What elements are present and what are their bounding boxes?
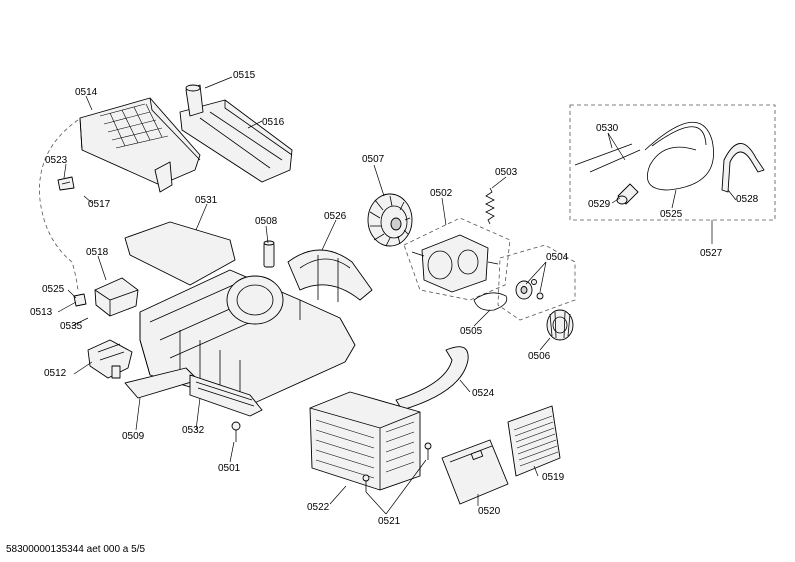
- part-0535-hose-end: [73, 293, 97, 331]
- cable-0525-dashed: [39, 119, 79, 291]
- part-0507-fan-wheel: [367, 193, 413, 247]
- part-0519-front-grille: [507, 405, 561, 477]
- part-0516-filter-lid: [179, 84, 293, 183]
- part-0523-clip: [57, 176, 75, 191]
- label-0523: 0523: [45, 155, 68, 166]
- label-0521: 0521: [378, 516, 401, 527]
- label-0532: 0532: [182, 425, 205, 436]
- label-0518: 0518: [86, 247, 109, 258]
- part-0505-belt: [473, 292, 508, 311]
- label-0529: 0529: [588, 199, 611, 210]
- part-0504-pulley: [515, 279, 544, 300]
- part-0508-pin: [263, 240, 275, 268]
- part-0522-condenser: [309, 391, 421, 491]
- part-0512-pump: [87, 339, 133, 379]
- leader-lines: [57, 76, 737, 515]
- label-0526: 0526: [324, 211, 347, 222]
- part-0529-connector: [616, 183, 639, 205]
- label-0509: 0509: [122, 431, 145, 442]
- document-footer: 58300000135344 aet 000 a 5/5: [6, 544, 145, 555]
- group-0502-motor: [403, 217, 511, 301]
- label-0505: 0505: [460, 326, 483, 337]
- group-0527-kit: [569, 104, 776, 221]
- label-0503: 0503: [495, 167, 518, 178]
- part-0518-control-box: [94, 277, 139, 317]
- part-0525-hose-coil: [644, 122, 714, 191]
- label-0525-right: 0525: [660, 209, 683, 220]
- part-0524-seal: [395, 346, 469, 411]
- part-0514-filter-housing: [79, 97, 201, 193]
- label-0531: 0531: [195, 195, 218, 206]
- label-0514: 0514: [75, 87, 98, 98]
- group-0504-pulley: [497, 244, 576, 321]
- label-0519: 0519: [542, 472, 565, 483]
- part-0502-motor: [411, 234, 499, 293]
- part-0503-spring: [485, 187, 495, 225]
- part-0501-screw: [231, 421, 241, 442]
- label-0528: 0528: [736, 194, 759, 205]
- label-0508: 0508: [255, 216, 278, 227]
- label-0515: 0515: [233, 70, 256, 81]
- part-0521-screws: [362, 442, 432, 492]
- label-0530: 0530: [596, 123, 619, 134]
- label-0527: 0527: [700, 248, 723, 259]
- label-0535: 0535: [60, 321, 83, 332]
- label-0524: 0524: [472, 388, 495, 399]
- label-0502: 0502: [430, 188, 453, 199]
- part-0520-service-panel: [441, 439, 509, 505]
- label-0513: 0513: [30, 307, 53, 318]
- part-0526-air-duct: [287, 249, 373, 302]
- part-0528-bracket: [721, 143, 765, 193]
- label-0504: 0504: [546, 252, 569, 263]
- label-0512: 0512: [44, 368, 67, 379]
- part-0532-grill-strip: [189, 374, 263, 417]
- part-0506-roller: [546, 309, 574, 341]
- label-0501: 0501: [218, 463, 241, 474]
- part-0517-hose: [75, 167, 91, 226]
- label-0522: 0522: [307, 502, 330, 513]
- label-0507: 0507: [362, 154, 385, 165]
- label-0525-left: 0525: [42, 284, 65, 295]
- label-0520: 0520: [478, 506, 501, 517]
- label-0517: 0517: [88, 199, 111, 210]
- label-0516: 0516: [262, 117, 285, 128]
- part-labels: 0514 0515 0516 0523 0517 0507 0503 0502 …: [30, 70, 759, 527]
- part-0530-cable-ties: [574, 143, 641, 173]
- part-0531-base-frame: [124, 221, 356, 406]
- label-0506: 0506: [528, 351, 551, 362]
